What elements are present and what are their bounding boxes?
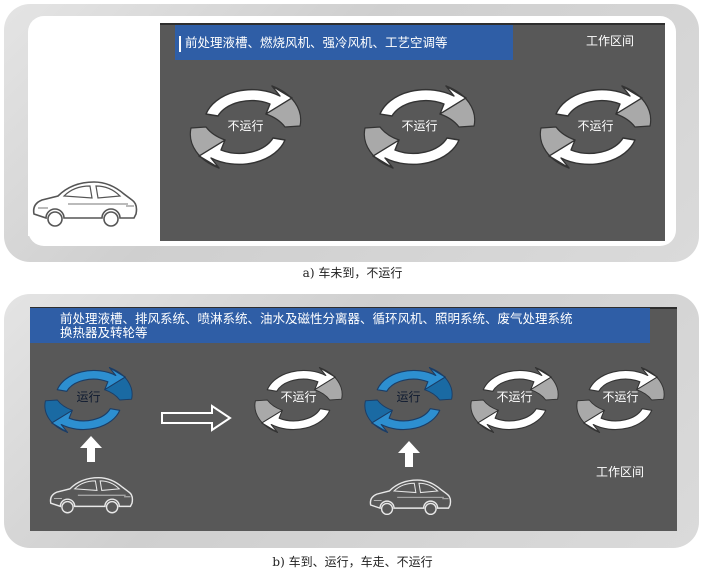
cycle-label: 运行 bbox=[42, 388, 135, 405]
cycle-a1: 不运行 bbox=[188, 84, 303, 170]
panel-a-banner: 前处理液槽、燃烧风机、强冷风机、工艺空调等 bbox=[175, 25, 513, 60]
panel-b-banner: 前处理液槽、排风系统、喷淋系统、油水及磁性分离器、循环风机、照明系统、废气处理系… bbox=[30, 308, 650, 343]
cycle-a2: 不运行 bbox=[362, 84, 477, 170]
car-icon bbox=[28, 174, 141, 236]
cycle-label: 运行 bbox=[362, 388, 455, 405]
panel-b-caption: b) 车到、运行，车走、不运行 bbox=[0, 553, 705, 570]
cycle-label: 不运行 bbox=[574, 388, 667, 405]
cycle-label: 不运行 bbox=[362, 117, 477, 134]
panel-a-caption: a) 车未到，不运行 bbox=[0, 264, 705, 281]
car-icon bbox=[46, 471, 136, 521]
banner-marker bbox=[179, 36, 181, 52]
panel-b-banner-line1: 前处理液槽、排风系统、喷淋系统、油水及磁性分离器、循环风机、照明系统、废气处理系… bbox=[60, 312, 573, 325]
cycle-label: 不运行 bbox=[538, 117, 653, 134]
up-arrow-icon bbox=[398, 441, 420, 467]
cycle-label: 不运行 bbox=[188, 117, 303, 134]
cycle-label: 不运行 bbox=[252, 388, 345, 405]
up-arrow-icon bbox=[80, 436, 102, 462]
cycle-b4: 不运行 bbox=[468, 366, 561, 434]
right-arrow-icon bbox=[160, 404, 232, 432]
cycle-b1: 运行 bbox=[42, 366, 135, 434]
cycle-a3: 不运行 bbox=[538, 84, 653, 170]
cycle-b2: 不运行 bbox=[252, 366, 345, 434]
car-icon bbox=[366, 473, 454, 523]
cycle-b5: 不运行 bbox=[574, 366, 667, 434]
cycle-b3: 运行 bbox=[362, 366, 455, 434]
panel-b-work-zone-label: 工作区间 bbox=[596, 463, 644, 480]
panel-a-banner-text: 前处理液槽、燃烧风机、强冷风机、工艺空调等 bbox=[185, 36, 448, 49]
panel-a-work-zone-label: 工作区间 bbox=[586, 32, 634, 49]
panel-b-banner-line2: 换热器及转轮等 bbox=[60, 326, 148, 339]
cycle-label: 不运行 bbox=[468, 388, 561, 405]
